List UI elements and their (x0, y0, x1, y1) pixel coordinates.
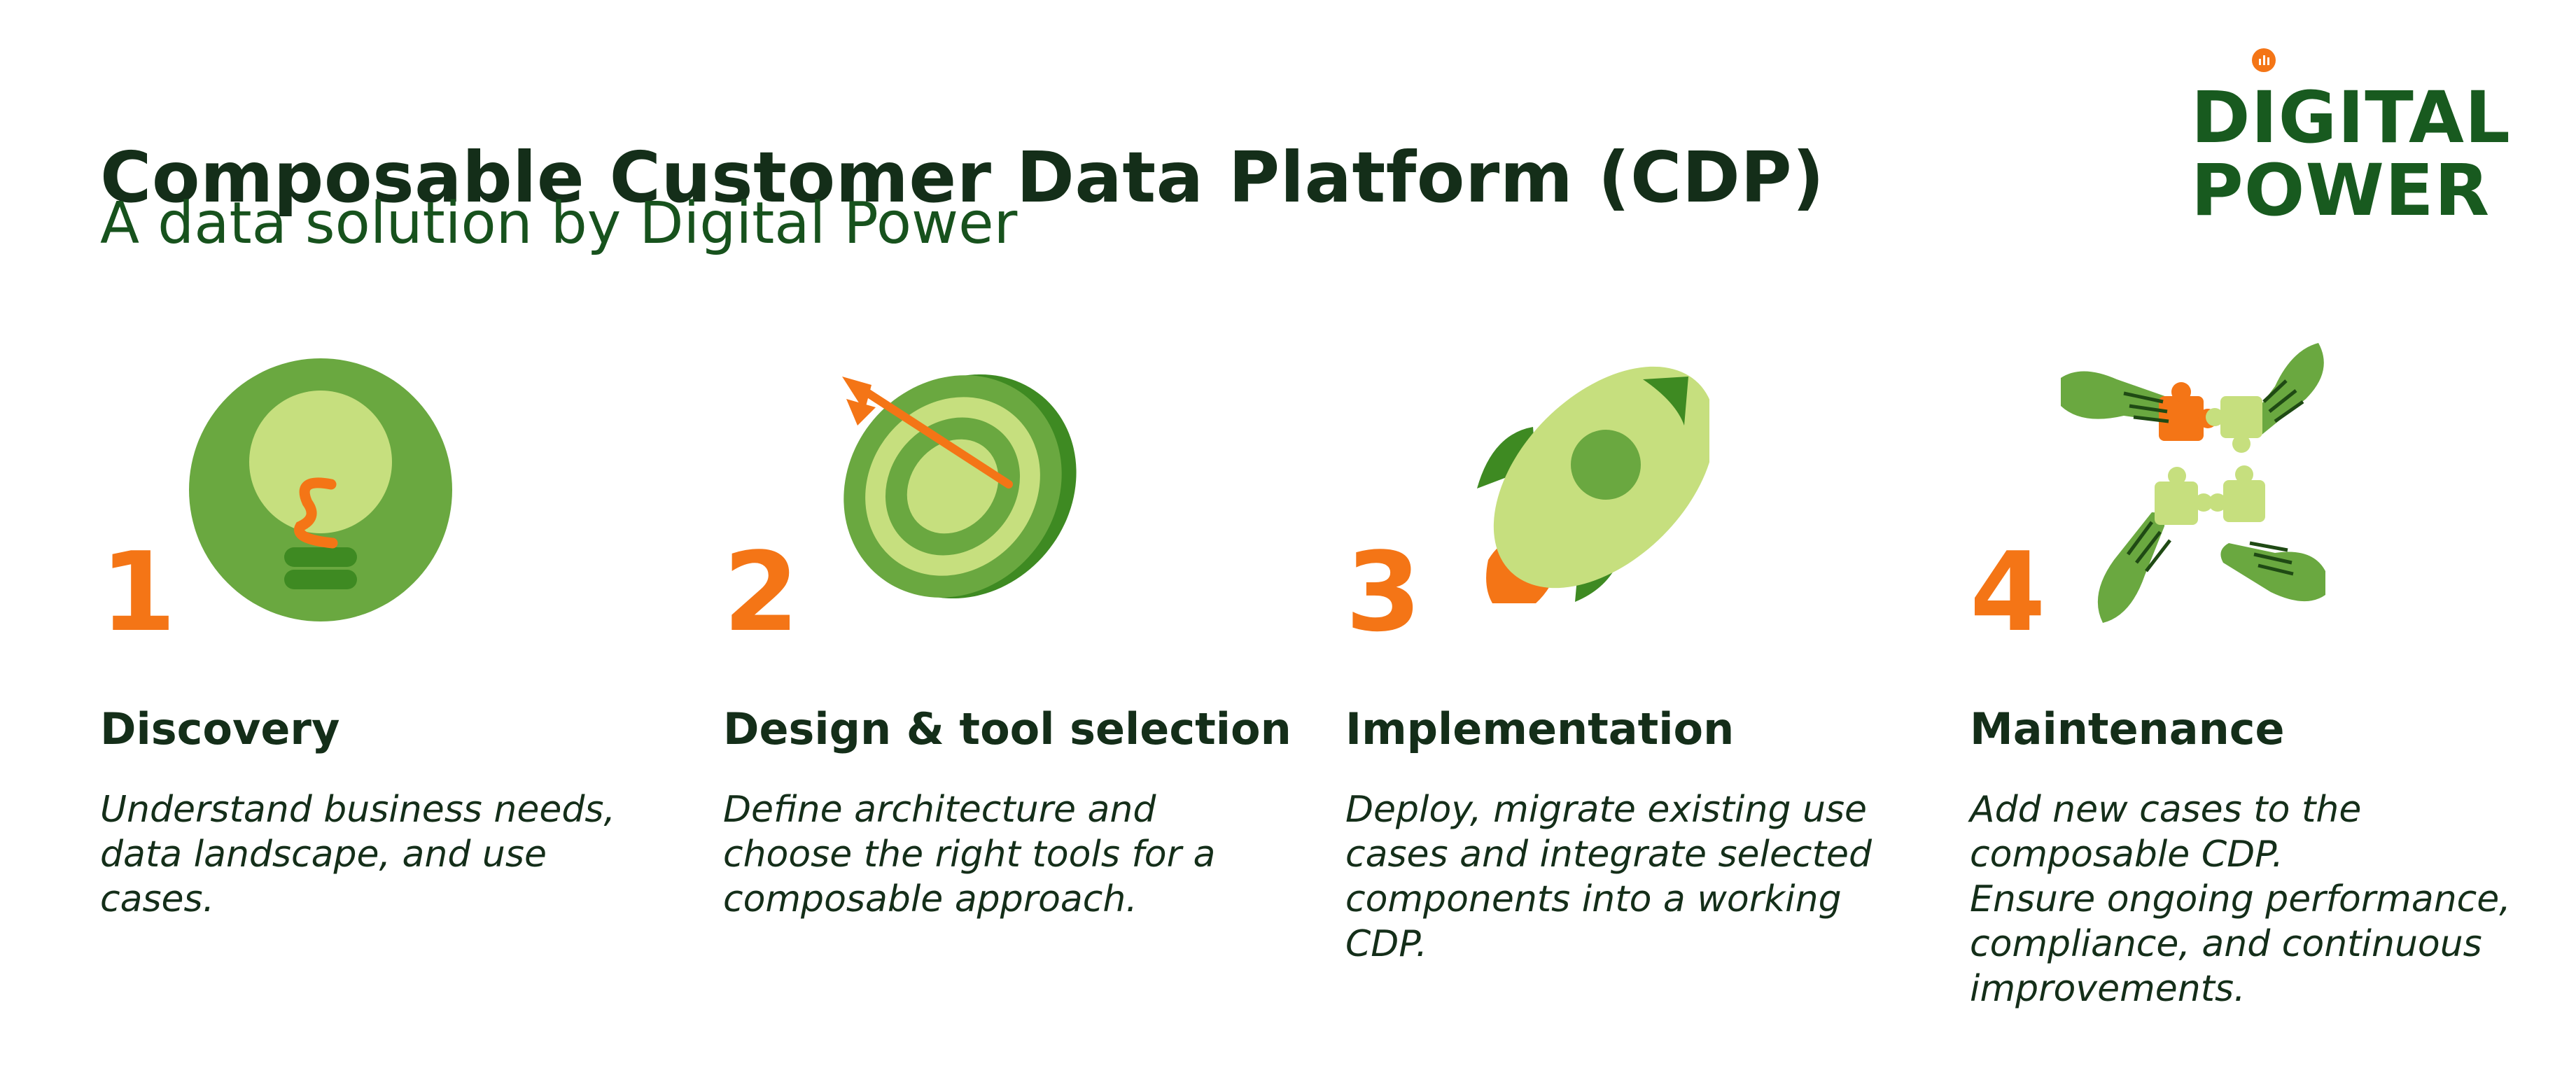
step-maintenance: 4 Maintenance Add new cases to the compo… (1970, 329, 2530, 1029)
rocket-icon (1477, 366, 1709, 603)
step-description-line: improvements. (1970, 968, 2246, 1010)
step-description: Deploy, migrate existing use cases and i… (1345, 787, 1898, 967)
step-title: Discovery (100, 703, 340, 754)
step-description-line: compliance, and continuous (1970, 923, 2482, 965)
logo-mark-icon (2252, 48, 2276, 72)
step-title: Implementation (1345, 703, 1735, 754)
step-description-line: Add new cases to the (1970, 789, 2362, 831)
step-description-line: cases. (100, 878, 215, 920)
step-discovery: 1 Discovery Understand business needs, d… (100, 329, 660, 1029)
step-description-line: Ensure ongoing performance, (1970, 878, 2511, 920)
step-description-line: Define architecture and (723, 789, 1156, 831)
step-description-line: data landscape, and use (100, 834, 547, 876)
step-design-tool-selection: 2 Design & tool selection Define archite… (723, 329, 1292, 1029)
step-description: Add new cases to the composable CDP. Ens… (1970, 787, 2523, 1011)
puzzle-hands-icon (2061, 343, 2325, 623)
step-description-line: composable approach. (723, 878, 1138, 920)
step-implementation: 3 Implementation Deploy, migrate existin… (1345, 329, 1905, 1029)
step-number: 2 (723, 528, 799, 656)
step-description-line: choose the right tools for a (723, 834, 1216, 876)
page-title: Composable Customer Data Platform (CDP) (100, 136, 1825, 218)
step-description-line: Deploy, migrate existing use (1345, 789, 1868, 831)
logo-text-line1: DIGITAL (2191, 76, 2511, 160)
step-description: Define architecture and choose the right… (723, 787, 1276, 922)
lightbulb-icon (189, 358, 452, 621)
step-description: Understand business needs, data landscap… (100, 787, 653, 922)
step-title: Design & tool selection (723, 703, 1292, 754)
target-icon (842, 374, 1077, 599)
step-title: Maintenance (1970, 703, 2285, 754)
step-description-line: components into a working (1345, 878, 1842, 920)
step-description-line: Understand business needs, (100, 789, 615, 831)
digital-power-logo: DIGITAL POWER (2191, 42, 2510, 231)
logo-text-line2: POWER (2191, 149, 2491, 232)
step-description-line: CDP. (1345, 923, 1428, 965)
step-number: 3 (1345, 528, 1422, 656)
page-subtitle: A data solution by Digital Power (100, 190, 1018, 257)
step-number: 1 (100, 528, 176, 656)
step-number: 4 (1970, 528, 2046, 656)
step-description-line: composable CDP. (1970, 834, 2283, 876)
step-description-line: cases and integrate selected (1345, 834, 1872, 876)
